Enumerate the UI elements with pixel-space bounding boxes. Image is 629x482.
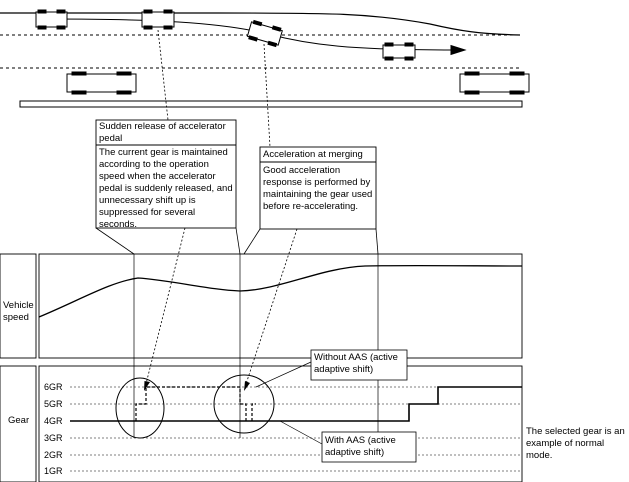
car-4 (382, 42, 416, 61)
leader-lines (157, 29, 271, 148)
callout-boxes (95, 119, 377, 230)
legend-with-aas-box (321, 431, 417, 463)
legend-leaders (255, 361, 323, 445)
gear-tick-3gr: 3GR (44, 433, 63, 443)
gear-tick-6gr: 6GR (44, 382, 63, 392)
callout-merging-title: Acceleration at merging (263, 149, 363, 160)
gear-axis-label: Gear (8, 415, 30, 426)
legend-without-aas-label: Without AAS (active adaptive shift) (314, 352, 398, 375)
callout-release-body: The current gear is maintained according… (99, 147, 233, 230)
gear-change-ellipse-2 (213, 374, 275, 434)
normal-mode-note: The selected gear is an example of norma… (526, 426, 625, 461)
speed-axis-label: Vehicle speed (3, 300, 34, 323)
gear-without-aas-line (135, 386, 256, 421)
gear-tick-1gr: 1GR (44, 466, 63, 476)
legend-without-aas-box (310, 349, 408, 381)
callout-merging-body: Good acceleration response is performed … (263, 165, 373, 212)
road-shoulder (19, 100, 523, 108)
legend-with-aas-label: With AAS (active adaptive shift) (325, 435, 396, 458)
gear-panel (0, 365, 523, 482)
gear-plot-box (38, 365, 523, 482)
speed-label-box (0, 253, 37, 359)
car-1 (35, 9, 68, 30)
speed-plot-box (38, 253, 523, 359)
gear-gridlines (70, 386, 522, 472)
legend-boxes (310, 349, 417, 463)
callout-merging-box (259, 146, 377, 230)
merge-lane-edge (217, 12, 521, 36)
gear-with-aas-line (70, 386, 522, 422)
car-6 (459, 71, 530, 95)
gear-tick-2gr: 2GR (44, 450, 63, 460)
pointer-arrowhead-2 (244, 381, 250, 391)
vehicle-speed-curve (38, 264, 523, 318)
callout-release-title: Sudden release of accelerator pedal (99, 121, 226, 144)
car-3 (246, 19, 283, 48)
callout-funnels (95, 227, 379, 255)
car-2 (141, 9, 175, 30)
pointer-arrowhead-1 (144, 381, 150, 391)
gear-change-ellipse-1 (115, 377, 165, 439)
gear-tick-4gr: 4GR (44, 416, 63, 426)
gear-tick-5gr: 5GR (44, 399, 63, 409)
callout-release-box (95, 119, 237, 229)
speed-panel (0, 253, 523, 359)
vertical-reference-lines (133, 254, 379, 438)
callout-pointers (145, 227, 298, 385)
vehicle-path-arrowhead (450, 44, 467, 56)
gear-label-box (0, 365, 37, 482)
car-5 (66, 71, 137, 95)
